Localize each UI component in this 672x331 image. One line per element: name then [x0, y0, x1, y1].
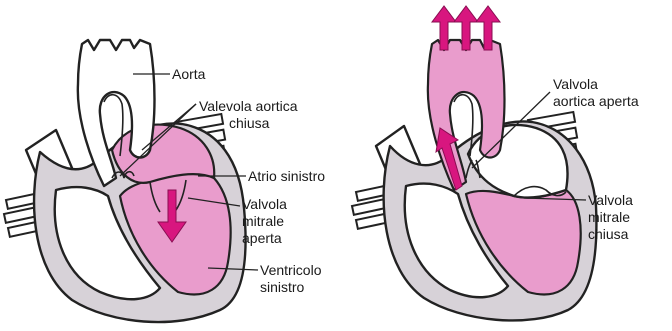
left-heart	[4, 40, 258, 322]
label-aortic-valve-closed-line1: Valevola aortica	[199, 98, 298, 114]
right-heart	[352, 6, 596, 320]
label-aortic-valve-open-line2: aortica aperta	[553, 93, 639, 109]
label-left-ventricle-line2: sinistro	[260, 279, 304, 295]
label-mitral-open-line1: Valvola	[242, 196, 287, 212]
label-left-atrium: Atrio sinistro	[248, 168, 325, 184]
label-mitral-open-line3: aperta	[242, 230, 282, 246]
label-aortic-valve-closed-line2: chiusa	[229, 115, 269, 131]
label-aorta: Aorta	[172, 66, 205, 82]
label-left-ventricle-line1: Ventricolo	[260, 262, 321, 278]
label-mitral-closed-line3: chiusa	[588, 226, 628, 242]
label-aortic-valve-open-line1: Valvola	[553, 76, 598, 92]
label-mitral-open-line2: mitrale	[242, 213, 284, 229]
label-mitral-closed-line1: Valvola	[588, 192, 633, 208]
label-mitral-closed-line2: mitrale	[588, 209, 630, 225]
